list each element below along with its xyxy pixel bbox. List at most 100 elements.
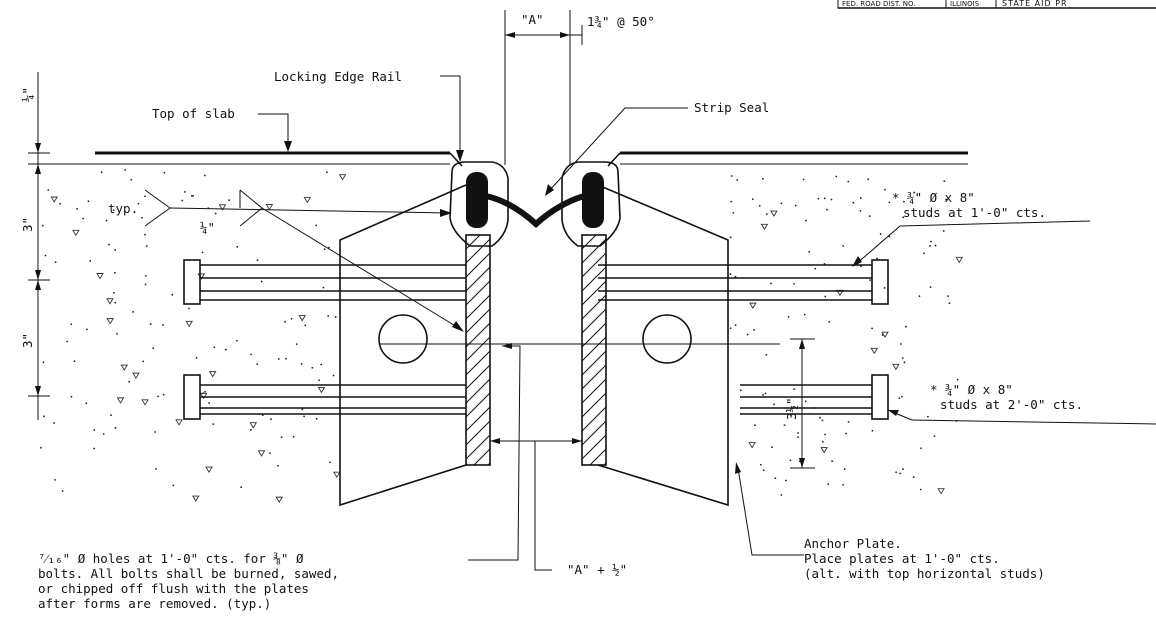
aggregate-mark (748, 442, 756, 449)
stipple-dot (277, 464, 279, 467)
stipple-dot (830, 198, 833, 201)
stipple-dot (819, 416, 821, 419)
right-studs (598, 259, 889, 420)
strip-seal-membrane (483, 193, 587, 229)
stipple-dot (42, 361, 45, 364)
stipple-dot (137, 202, 140, 205)
holes-note-callout: ⁷⁄₁₆" Ø holes at 1'-0" cts. for ⅜" Ø bol… (38, 343, 521, 611)
stipple-dot (859, 209, 862, 212)
stipple-dot (41, 224, 44, 227)
aggregate-mark (317, 386, 326, 394)
hatch-line (465, 392, 491, 418)
centerlines (380, 10, 780, 345)
stipple-dot (876, 257, 878, 260)
stipple-dot (933, 435, 936, 438)
stipple-dot (284, 320, 286, 323)
stipple-dot (192, 194, 195, 197)
stipple-dot (902, 468, 904, 470)
slab-top-lines (30, 151, 968, 167)
stipple-dot (903, 200, 905, 203)
stipple-dot (228, 199, 231, 202)
aggregate-mark (892, 363, 900, 371)
top-stud-callout: * ¾" Ø x 8" studs at 1'-0" cts. (852, 190, 1091, 267)
aggregate-mark (937, 488, 945, 495)
stipple-dot (774, 477, 777, 480)
stipple-dot (789, 459, 792, 462)
left-studs (183, 259, 466, 420)
aggregate-mark (120, 364, 129, 371)
aggregate-mark (338, 174, 347, 181)
stipple-dot (86, 328, 88, 331)
hatch-line (465, 252, 491, 278)
stipple-dot (114, 426, 117, 429)
locking-edge-rail-label: Locking Edge Rail (274, 69, 402, 84)
aggregate-mark (820, 447, 828, 454)
aggregate-mark (881, 331, 889, 339)
dim-a-plus-label: "A" + ½" (567, 562, 627, 577)
stipple-dot (116, 332, 118, 335)
stipple-dot (235, 339, 238, 342)
stipple-dot (141, 216, 143, 219)
stipple-dot (746, 333, 749, 336)
stipple-dot (270, 418, 272, 420)
stipple-dot (114, 301, 117, 304)
stipple-dot (93, 447, 96, 450)
stipple-dot (753, 329, 756, 331)
hatch-line (581, 364, 607, 390)
stipple-dot (780, 494, 783, 496)
stipple-dot (89, 260, 92, 262)
stipple-dot (900, 343, 902, 345)
aggregate-mark (72, 229, 80, 237)
stipple-dot (734, 324, 737, 327)
stipple-dot (277, 358, 280, 360)
stud-bottom-line-2: studs at 2'-0" cts. (940, 397, 1083, 412)
stipple-dot (329, 461, 332, 464)
stipple-dot (144, 195, 146, 198)
concrete-stipple (39, 169, 964, 503)
stipple-dot (128, 380, 131, 383)
stipple-dot (845, 432, 848, 435)
hatch-line (465, 238, 491, 264)
aggregate-mark (303, 196, 312, 204)
stipple-dot (859, 197, 862, 199)
stipple-dot (108, 243, 110, 246)
stipple-dot (112, 209, 115, 212)
weld-symbol: typ. ¼" (108, 189, 464, 332)
aggregate-mark (749, 302, 757, 309)
stipple-dot (292, 435, 295, 438)
stipple-dot (860, 265, 862, 268)
stipple-dot (824, 433, 827, 436)
stipple-dot (113, 271, 116, 274)
title-cell-state: ILLINOIS (950, 0, 980, 8)
stipple-dot (152, 347, 155, 350)
hatch-line (465, 336, 491, 362)
stipple-dot (256, 259, 259, 262)
stipple-dot (814, 267, 817, 270)
anchor-plate-callout: Anchor Plate. Place plates at 1'-0" cts.… (735, 462, 1045, 581)
stipple-dot (821, 419, 824, 422)
stipple-dot (201, 251, 204, 254)
stipple-dot (202, 392, 204, 395)
stipple-dot (154, 431, 156, 433)
stipple-dot (762, 394, 764, 396)
stipple-dot (884, 188, 886, 191)
stipple-dot (144, 283, 147, 286)
hatch-line (581, 280, 607, 306)
stipple-dot (124, 169, 127, 171)
stipple-dot (70, 395, 73, 398)
stipple-dot (332, 374, 335, 377)
stipple-dot (100, 171, 103, 174)
stipple-dot (85, 402, 88, 405)
right-locking-edge-rail (561, 161, 621, 247)
stipple-dot (920, 447, 922, 450)
hatch-line (465, 266, 491, 292)
stipple-dot (195, 357, 198, 359)
hatch-line (465, 280, 491, 306)
hatch-line (581, 420, 607, 446)
stipple-dot (145, 245, 148, 247)
stud-top-line-2: studs at 1'-0" cts. (903, 205, 1046, 220)
hatch-line (603, 462, 607, 466)
stipple-dot (797, 432, 799, 434)
stipple-dot (842, 244, 845, 247)
stipple-dot (881, 334, 884, 336)
